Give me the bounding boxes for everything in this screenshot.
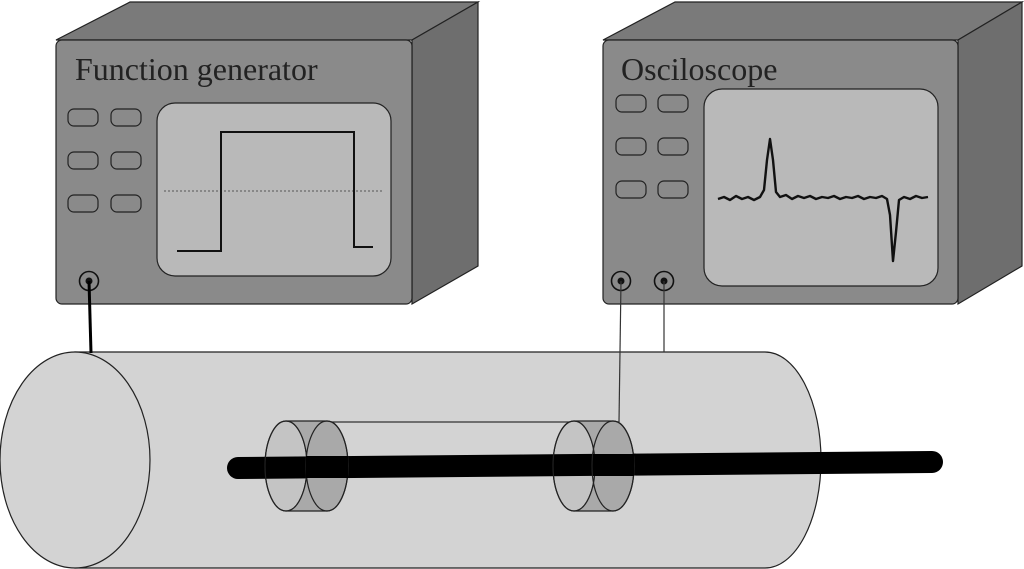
fg-button-4[interactable] [110, 151, 142, 170]
square-pulse-waveform [177, 131, 373, 252]
fg-button-5[interactable] [67, 194, 99, 213]
function-generator-side [411, 0, 479, 306]
osc-button-2[interactable] [657, 94, 689, 113]
oscilloscope: Osciloscope [602, 0, 1024, 306]
coil-2-left-rim [552, 420, 575, 512]
osc-button-6[interactable] [657, 180, 689, 199]
oscilloscope-side [957, 0, 1023, 306]
fg-button-1[interactable] [67, 108, 99, 127]
osc-button-4[interactable] [657, 137, 689, 156]
oscilloscope-title: Osciloscope [621, 51, 777, 87]
fg-button-6[interactable] [110, 194, 142, 213]
osc-button-3[interactable] [615, 137, 647, 156]
tube-end [0, 351, 151, 569]
osc-button-5[interactable] [615, 180, 647, 199]
tube [0, 280, 943, 569]
osc-wire-1 [618, 280, 622, 423]
oscilloscope-screen [703, 88, 939, 287]
oscilloscope-top [602, 1, 1024, 41]
osc-button-1[interactable] [615, 94, 647, 113]
function-generator-screen [156, 102, 392, 277]
fg-wire [87, 280, 93, 354]
fg-button-3[interactable] [67, 151, 99, 170]
oscilloscope-trace [717, 137, 929, 263]
rod [227, 451, 943, 479]
function-generator-top [55, 1, 481, 41]
coil-1-left-rim [264, 420, 287, 512]
function-generator-title: Function generator [75, 51, 318, 87]
fg-button-2[interactable] [110, 108, 142, 127]
function-generator: Function generator [55, 0, 481, 306]
